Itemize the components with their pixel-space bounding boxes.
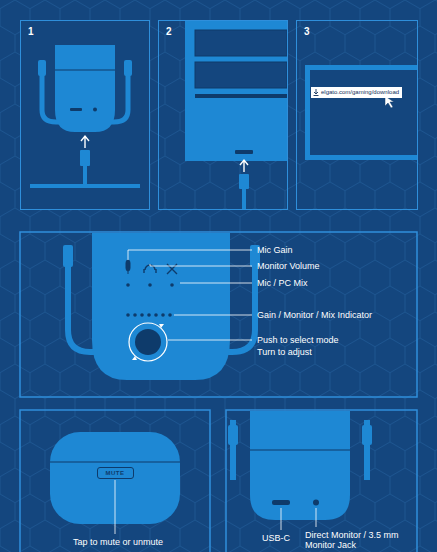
computer-monitor: [305, 65, 418, 160]
callout-label: Monitor Volume: [257, 261, 320, 271]
url-bar: elgato.com/gaming/download: [311, 87, 402, 98]
pc-tower: [185, 21, 287, 209]
step-panel: 1: [20, 20, 150, 210]
callout-label: Tap to mute or unmute: [68, 537, 168, 547]
step-panel: 3 elgato.com/gaming/download: [296, 20, 418, 210]
mute-button: MUTE: [97, 467, 134, 479]
callout-label: Turn to adjust: [257, 347, 312, 357]
mic-on-stand: [21, 21, 149, 209]
step-panel: 2: [158, 20, 288, 210]
mic-front-controls: [63, 233, 260, 380]
controls-panel: [20, 232, 417, 397]
url-text: elgato.com/gaming/download: [321, 89, 399, 95]
callout-label: USB-C: [262, 533, 290, 543]
callout-label: Direct Monitor / 3.5 mm Monitor Jack: [305, 530, 413, 550]
mic-bottom-ports: [228, 411, 372, 530]
callout-label: Mic Gain: [257, 245, 293, 255]
step-number: 2: [166, 26, 172, 37]
button-label: MUTE: [106, 470, 125, 476]
step-number: 3: [304, 26, 310, 37]
mute-panel: [20, 410, 210, 552]
callout-label: Gain / Monitor / Mix Indicator: [257, 310, 372, 320]
leader-lines: [128, 250, 252, 340]
callout-label: Push to select mode: [257, 335, 339, 345]
download-icon: [314, 89, 319, 96]
callout-label: Mic / PC Mix: [257, 278, 308, 288]
step-number: 1: [28, 26, 34, 37]
ports-panel: [226, 410, 417, 552]
mic-top-view: [50, 432, 180, 534]
download-icon: [313, 89, 319, 96]
